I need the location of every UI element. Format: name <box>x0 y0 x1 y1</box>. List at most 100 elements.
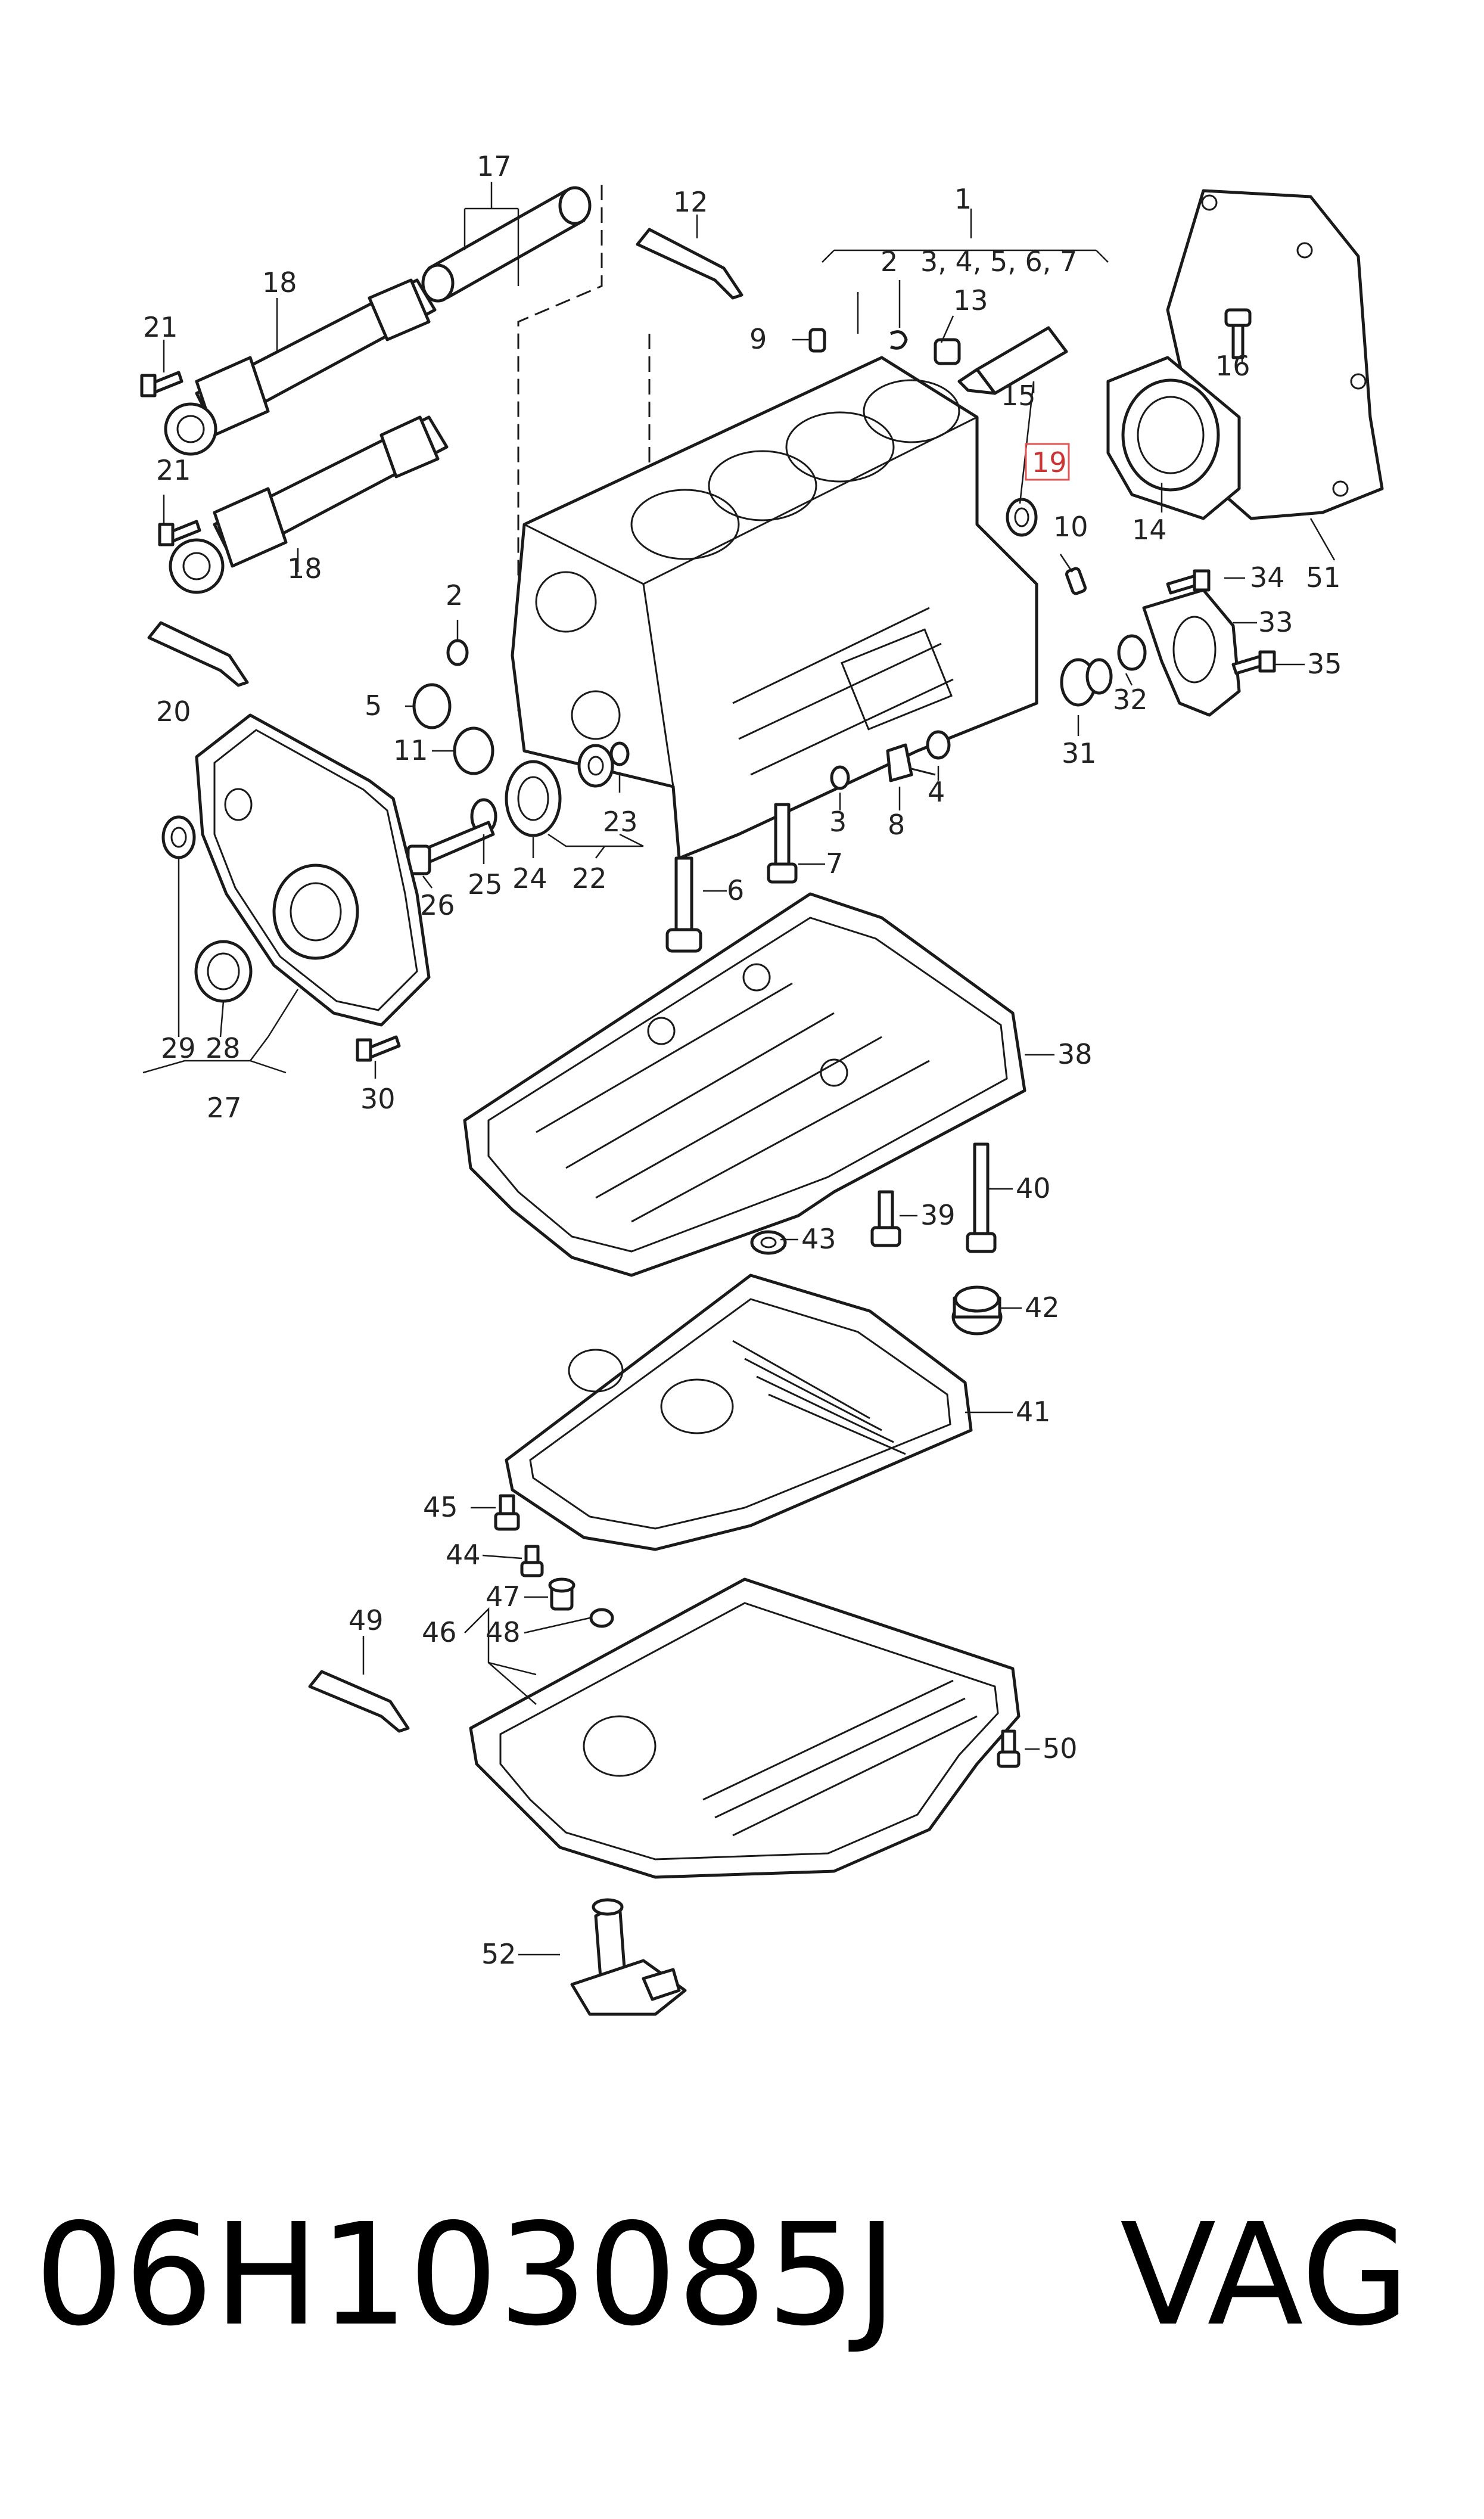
callout-50: 50 <box>1043 1732 1078 1765</box>
callout-19-highlight <box>1025 443 1070 481</box>
callout-3-4-5-6-7: 3, 4, 5, 6, 7 <box>920 246 1077 278</box>
seal-48 <box>589 1608 614 1628</box>
callout-27: 27 <box>207 1092 242 1124</box>
callout-29: 29 <box>161 1032 196 1064</box>
callout-35: 35 <box>1307 648 1342 680</box>
callout-13: 13 <box>953 284 988 316</box>
sealant-tube-49 <box>308 1670 410 1733</box>
callout-48: 48 <box>486 1616 521 1648</box>
callout-9: 9 <box>749 323 767 355</box>
callout-5: 5 <box>365 689 382 722</box>
callout-21: 21 <box>143 311 178 343</box>
ring-43 <box>750 1230 787 1255</box>
seal-11 <box>453 726 494 775</box>
callout-42: 42 <box>1025 1291 1060 1324</box>
callout-46: 46 <box>422 1616 457 1648</box>
alignment-line-17 <box>517 185 603 715</box>
callout-2: 2 <box>446 579 463 611</box>
part-number-caption: 06H103085J <box>35 2193 898 2357</box>
callout-40: 40 <box>1016 1172 1051 1204</box>
callout-4: 4 <box>928 776 945 808</box>
callout-24: 24 <box>512 862 547 894</box>
gear-31 <box>1060 658 1113 707</box>
seal-28 <box>194 940 253 1003</box>
sleeve-13 <box>934 338 961 365</box>
callout-18: 18 <box>287 552 322 585</box>
leader-lines <box>142 182 1336 1956</box>
bedplate-38 <box>463 892 1026 1277</box>
bolt-44 <box>520 1545 544 1577</box>
callout-11: 11 <box>393 734 428 766</box>
dowel-9 <box>808 328 826 353</box>
callout-51: 51 <box>1306 561 1341 594</box>
callout-10: 10 <box>1053 511 1088 543</box>
callout-8: 8 <box>888 809 905 841</box>
callout-25: 25 <box>468 868 503 900</box>
clip-2-lower <box>446 639 469 666</box>
callout-52: 52 <box>481 1938 517 1970</box>
balance-shaft-lower <box>169 415 449 594</box>
oil-level-sensor-52 <box>570 1898 687 2016</box>
bearing-23 <box>577 741 630 788</box>
callout-41: 41 <box>1016 1396 1051 1428</box>
seal-5 <box>412 683 452 729</box>
drain-plug-47 <box>548 1577 575 1611</box>
callout-43: 43 <box>801 1223 836 1255</box>
callout-18: 18 <box>262 266 297 299</box>
oil-jet-8 <box>886 743 936 782</box>
gear-24 <box>505 760 562 837</box>
bolt-45 <box>494 1494 520 1531</box>
bolt-21-upper <box>140 371 183 397</box>
callout-34: 34 <box>1250 561 1285 594</box>
callout-6: 6 <box>727 874 744 906</box>
sealant-tube-20 <box>147 621 249 687</box>
bolt-30 <box>356 1035 401 1062</box>
cylinder-block <box>511 356 1038 860</box>
housing-33 <box>1142 588 1241 717</box>
callout-7: 7 <box>826 847 843 880</box>
callout-16: 16 <box>1215 350 1250 382</box>
baffle-plate-41 <box>505 1274 973 1551</box>
callout-38: 38 <box>1057 1038 1093 1070</box>
callout-14: 14 <box>1132 514 1167 546</box>
callout-2: 2 <box>881 246 898 278</box>
balance-shaft-upper <box>164 278 437 456</box>
plug-3 <box>830 765 850 790</box>
bolt-7 <box>767 803 798 884</box>
callout-33: 33 <box>1258 606 1293 638</box>
bolt-21-lower <box>158 520 201 546</box>
callout-1: 1 <box>954 183 972 215</box>
sealant-tube-12 <box>636 228 743 300</box>
callout-3: 3 <box>829 806 847 838</box>
seal-flange-14 <box>1106 356 1241 520</box>
seal-32 <box>1117 634 1147 671</box>
plug-4 <box>926 730 951 760</box>
seal-29 <box>161 815 196 859</box>
nut-42 <box>951 1285 1003 1335</box>
clip-2-upper <box>889 330 908 350</box>
bolt-26 <box>406 821 495 875</box>
callout-20: 20 <box>156 695 191 728</box>
oil-pan-46 <box>469 1577 1021 1879</box>
bolt-6 <box>665 856 702 953</box>
callout-47: 47 <box>486 1580 521 1613</box>
bolt-39 <box>870 1190 901 1247</box>
callout-17: 17 <box>477 150 512 182</box>
bolt-16 <box>1224 308 1252 359</box>
callout-12: 12 <box>673 186 708 218</box>
callout-21: 21 <box>156 454 191 486</box>
callout-labels: 1 2 2 3, 4, 5, 6, 7 3 4 5 6 7 8 9 10 11 … <box>143 150 1342 1970</box>
callout-28: 28 <box>206 1032 241 1064</box>
callout-31: 31 <box>1062 737 1097 769</box>
brand-caption: VAG <box>1120 2193 1410 2357</box>
callout-45: 45 <box>423 1491 458 1523</box>
bolt-50 <box>997 1729 1021 1768</box>
callout-30: 30 <box>360 1083 396 1115</box>
callout-26: 26 <box>420 889 455 921</box>
bolt-40 <box>966 1142 997 1253</box>
callout-49: 49 <box>349 1604 384 1636</box>
sealant-tube-15 <box>957 326 1068 395</box>
timing-cover-27 <box>195 713 431 1027</box>
callout-32: 32 <box>1113 684 1148 716</box>
